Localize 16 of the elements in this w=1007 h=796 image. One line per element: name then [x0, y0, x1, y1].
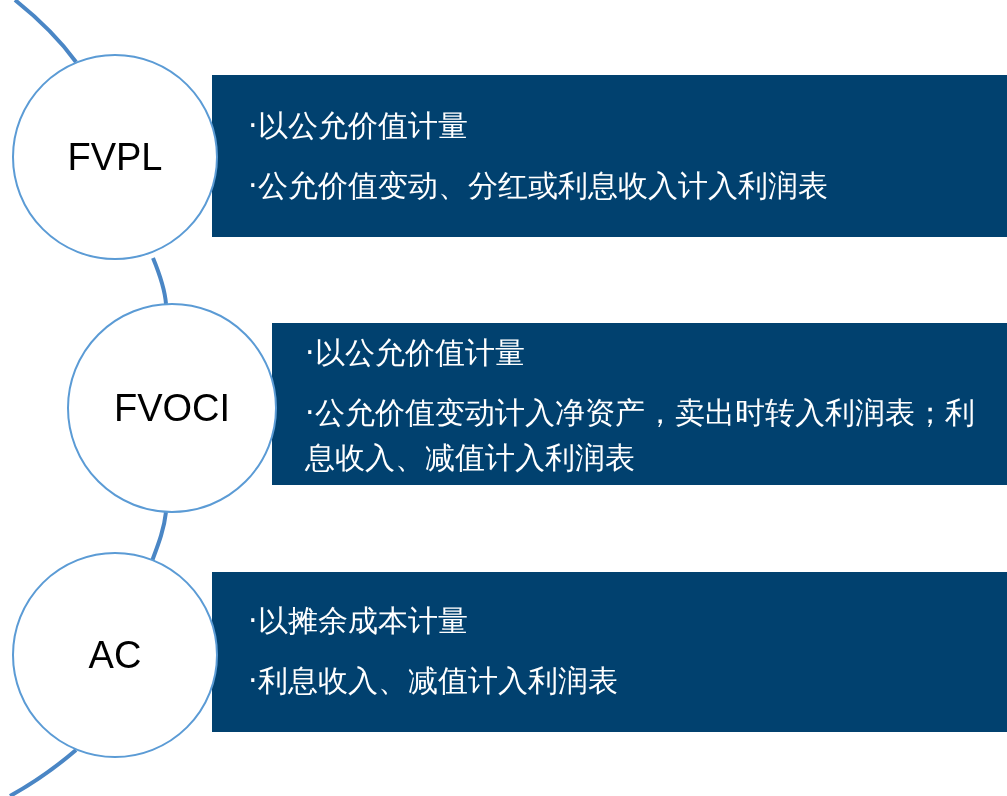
- category-label: FVPL: [67, 135, 163, 179]
- category-label: FVOCI: [113, 386, 231, 430]
- bullet-text: ·以公允价值计量: [305, 334, 526, 372]
- bullet-text: ·公允价值变动、分红或利息收入计入利润表: [248, 167, 829, 205]
- category-label: AC: [88, 633, 142, 677]
- bullet-text: ·以摊余成本计量: [248, 602, 469, 640]
- bullet-text: ·利息收入、减值计入利润表: [248, 662, 619, 700]
- curved-connector: [13, 0, 78, 64]
- bullet-text: ·公允价值变动计入净资产，卖出时转入利润表；利息收入、减值计入利润表: [305, 394, 976, 477]
- bullet-text: ·以公允价值计量: [248, 107, 469, 145]
- description-band: [212, 572, 1007, 732]
- curved-connector: [151, 257, 168, 305]
- description-band: [212, 75, 1007, 237]
- description-band: [272, 323, 1007, 485]
- curved-connector: [150, 511, 168, 562]
- curved-connector: [9, 748, 78, 796]
